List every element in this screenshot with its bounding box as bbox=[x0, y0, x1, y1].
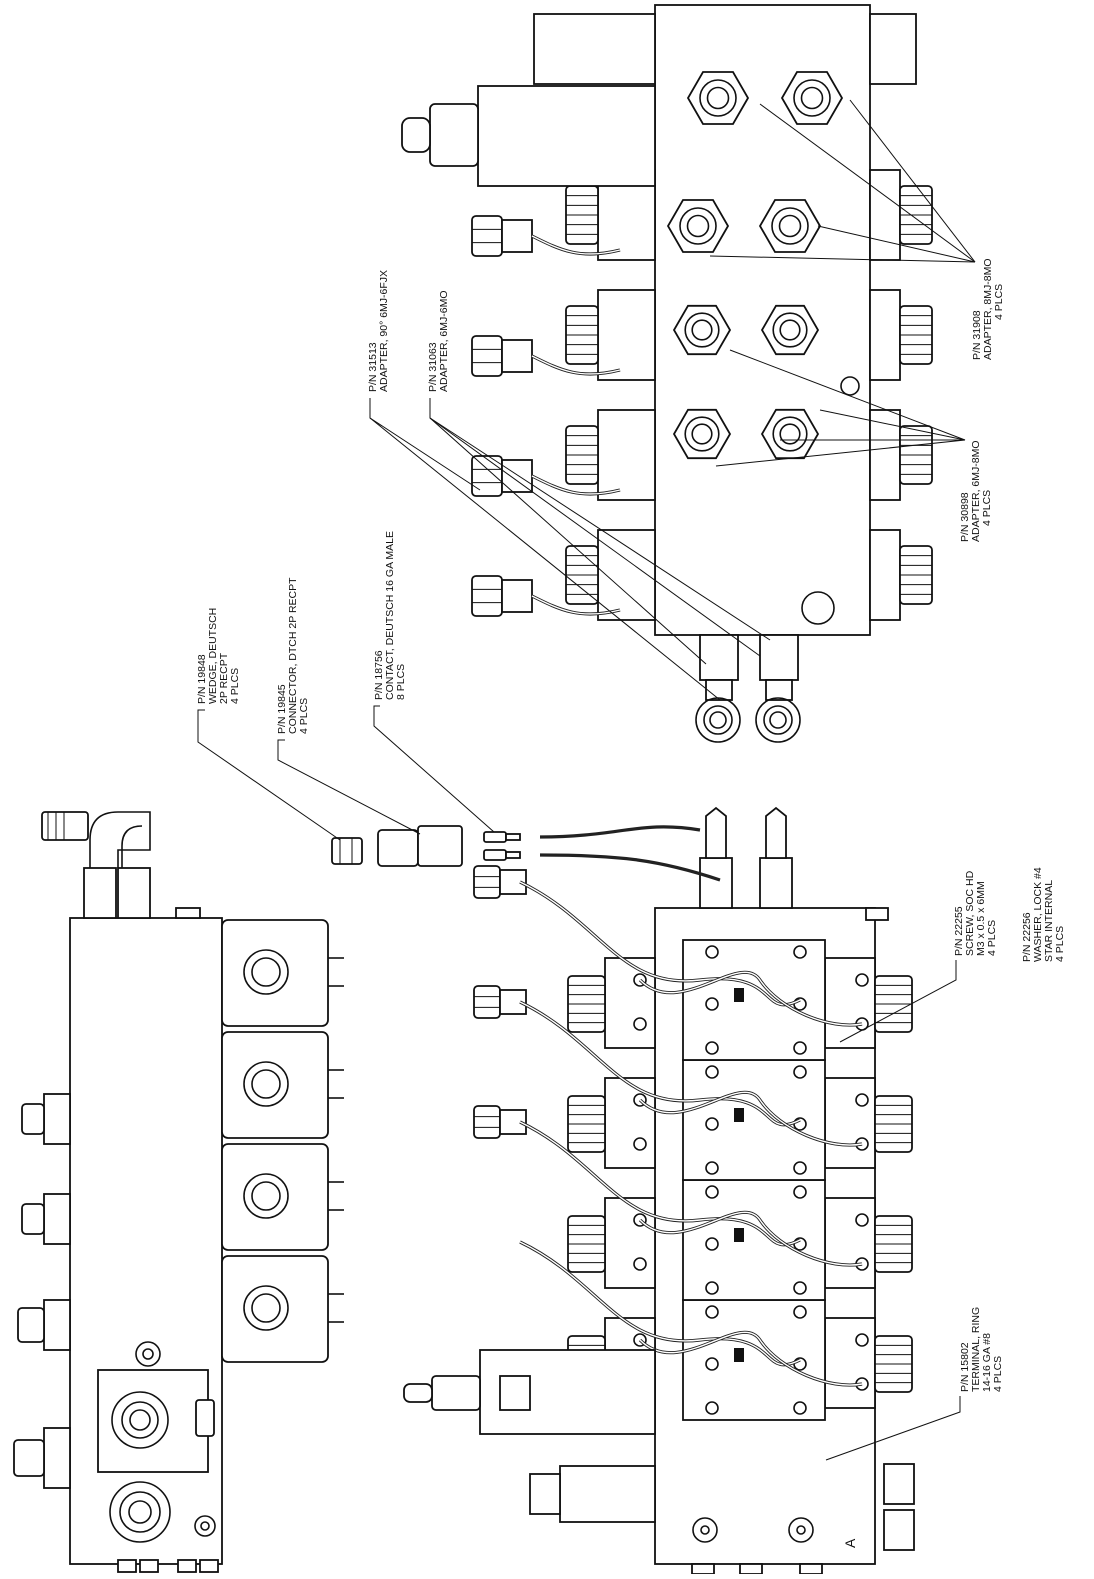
svg-text:WASHER, LOCK #4: WASHER, LOCK #4 bbox=[1032, 867, 1044, 962]
solenoid-coil-icon bbox=[221, 919, 344, 1363]
view-marker: A bbox=[842, 1538, 858, 1548]
svg-text:P/N 18756: P/N 18756 bbox=[373, 650, 385, 700]
hex-fitting-icon bbox=[13, 1093, 71, 1489]
svg-text:4 PLCS: 4 PLCS bbox=[986, 920, 998, 956]
manifold-top-view bbox=[13, 811, 344, 1573]
svg-text:ADAPTER, 6MJ-8MO: ADAPTER, 6MJ-8MO bbox=[970, 440, 982, 542]
top-valve-section-3 bbox=[471, 289, 933, 381]
svg-text:P/N 19845: P/N 19845 bbox=[276, 684, 288, 734]
label-adapter-6mo: P/N 31063 ADAPTER, 6MJ-6MO bbox=[427, 290, 450, 392]
svg-text:ADAPTER, 8MJ-8MO: ADAPTER, 8MJ-8MO bbox=[982, 258, 994, 360]
svg-text:14-16 GA #8: 14-16 GA #8 bbox=[981, 1333, 993, 1392]
svg-text:STAR INTERNAL: STAR INTERNAL bbox=[1043, 880, 1055, 962]
label-wedge: P/N 19848 WEDGE, DEUTSCH 2P RECPT 4 PLCS bbox=[196, 608, 241, 704]
valve-top-view bbox=[401, 4, 933, 743]
valve-section-3 bbox=[473, 985, 913, 1181]
deutsch-connector-icon bbox=[331, 825, 721, 882]
svg-text:8 PLCS: 8 PLCS bbox=[395, 664, 407, 700]
label-screw: P/N 22255 SCREW, SOC HD M3 x 0.5 x 6MM 4… bbox=[953, 870, 998, 956]
svg-text:4 PLCS: 4 PLCS bbox=[298, 698, 310, 734]
label-washer: P/N 22256 WASHER, LOCK #4 STAR INTERNAL … bbox=[1021, 867, 1066, 962]
svg-text:P/N 22256: P/N 22256 bbox=[1021, 912, 1033, 962]
label-connector: P/N 19845 CONNECTOR, DTCH 2P RECPT 4 PLC… bbox=[276, 577, 310, 734]
svg-text:CONTACT, DEUTSCH 16 GA MALE: CONTACT, DEUTSCH 16 GA MALE bbox=[384, 531, 396, 700]
svg-text:4 PLCS: 4 PLCS bbox=[993, 284, 1005, 320]
svg-text:CONNECTOR, DTCH 2P RECPT: CONNECTOR, DTCH 2P RECPT bbox=[287, 577, 299, 734]
label-adapter-90: P/N 31513 ADAPTER, 90° 6MJ-6FJX bbox=[367, 270, 390, 392]
svg-text:4 PLCS: 4 PLCS bbox=[992, 1356, 1004, 1392]
svg-text:SCREW, SOC HD: SCREW, SOC HD bbox=[964, 870, 976, 956]
valve-section-4 bbox=[473, 865, 913, 1061]
svg-text:2P RECPT: 2P RECPT bbox=[218, 652, 230, 704]
valve-section-2 bbox=[473, 1105, 913, 1301]
top-valve-section-1 bbox=[471, 529, 933, 621]
svg-text:4 PLCS: 4 PLCS bbox=[229, 668, 241, 704]
label-terminal: P/N 15802 TERMINAL, RING 14-16 GA #8 4 P… bbox=[959, 1307, 1004, 1392]
svg-text:P/N 19848: P/N 19848 bbox=[196, 654, 208, 704]
svg-text:ADAPTER, 90° 6MJ-6FJX: ADAPTER, 90° 6MJ-6FJX bbox=[378, 270, 390, 392]
label-adapter-30898: P/N 30898 ADAPTER, 6MJ-8MO 4 PLCS bbox=[959, 440, 993, 542]
svg-text:P/N 22255: P/N 22255 bbox=[953, 906, 965, 956]
wired-manifold-view: A bbox=[403, 806, 915, 1575]
svg-text:ADAPTER, 6MJ-6MO: ADAPTER, 6MJ-6MO bbox=[438, 290, 450, 392]
hex-fitting-icon bbox=[666, 71, 844, 460]
label-contact: P/N 18756 CONTACT, DEUTSCH 16 GA MALE 8 … bbox=[373, 531, 407, 700]
svg-text:4 PLCS: 4 PLCS bbox=[1054, 926, 1066, 962]
svg-text:TERMINAL, RING: TERMINAL, RING bbox=[970, 1307, 982, 1392]
elbow-fitting-icon bbox=[41, 811, 151, 919]
relief-valve-body bbox=[97, 1369, 209, 1473]
svg-text:WEDGE, DEUTSCH: WEDGE, DEUTSCH bbox=[207, 608, 219, 704]
svg-text:P/N 31513: P/N 31513 bbox=[367, 342, 379, 392]
svg-text:M3 x 0.5 x 6MM: M3 x 0.5 x 6MM bbox=[975, 881, 987, 956]
leader-lines bbox=[197, 99, 976, 1461]
svg-text:P/N 31063: P/N 31063 bbox=[427, 342, 439, 392]
svg-text:P/N 15802: P/N 15802 bbox=[959, 1342, 971, 1392]
valve-section-1 bbox=[519, 1240, 913, 1421]
svg-text:P/N 31908: P/N 31908 bbox=[971, 310, 983, 360]
part-labels: P/N 19848 WEDGE, DEUTSCH 2P RECPT 4 PLCS… bbox=[196, 258, 1066, 1392]
label-adapter-31908: P/N 31908 ADAPTER, 8MJ-8MO 4 PLCS bbox=[971, 258, 1005, 360]
svg-text:P/N 30898: P/N 30898 bbox=[959, 492, 971, 542]
svg-text:4 PLCS: 4 PLCS bbox=[981, 490, 993, 526]
